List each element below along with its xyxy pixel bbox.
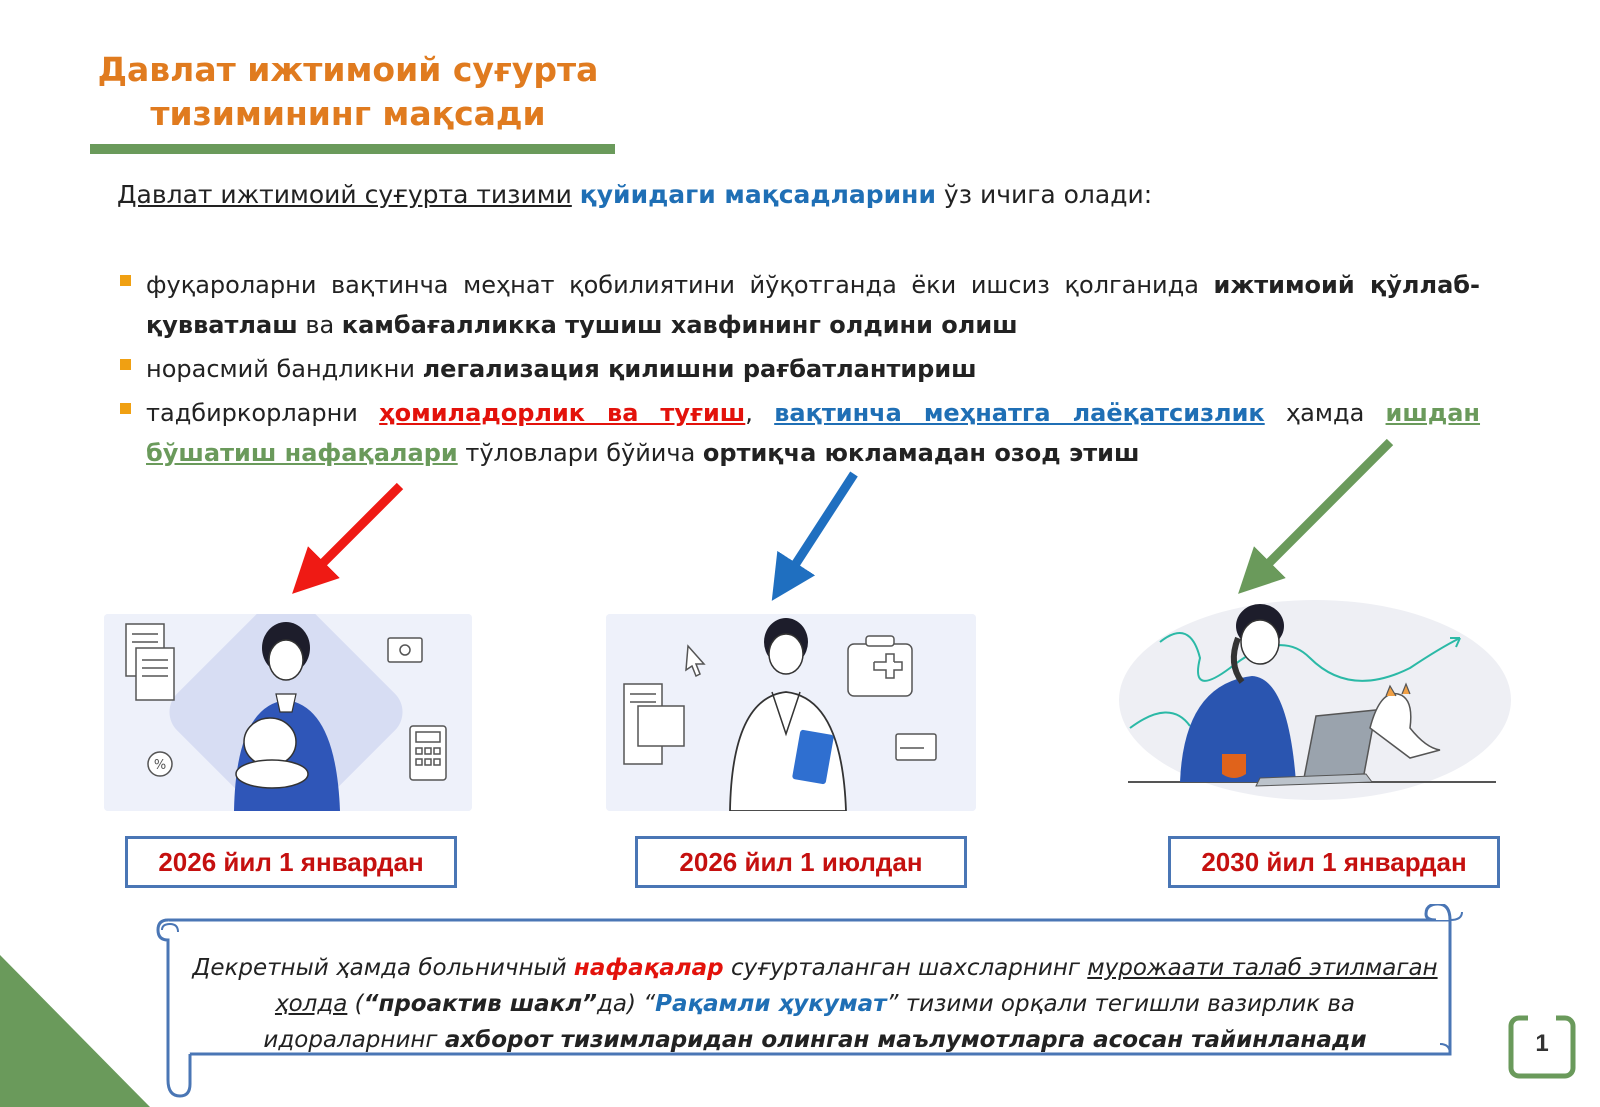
note-benefits: нафақалар	[573, 955, 724, 981]
percent-coin-icon: %	[147, 751, 173, 777]
goal-item-2: норасмий бандликни легализация қилишни р…	[120, 349, 1480, 389]
worried-person-at-laptop-illustration	[1119, 600, 1511, 800]
goal-1-bold-2: камбағалликка тушиш хавфининг олдини оли…	[341, 311, 1018, 339]
note-part-9: ” тизими орқали тегишли вазирлик ва идор…	[263, 991, 1356, 1053]
goal-3-dismissal: ишдан бўшатиш нафақалари	[146, 399, 1481, 467]
goal-3-sick-leave: вақтинча меҳнатга лаёқатсизлик	[774, 399, 1265, 427]
title-line-1: Давлат ижтимоий суғурта	[97, 50, 599, 89]
goal-2-bold: легализация қилишни рағбатлантириш	[422, 355, 977, 383]
goal-item-1: фуқароларни вақтинча меҳнат қобилиятини …	[120, 265, 1480, 345]
date-box-2: 2026 йил 1 июлдан	[635, 836, 967, 888]
intro-subject: Давлат ижтимоий суғурта тизими	[117, 180, 572, 209]
first-aid-kit-icon	[847, 635, 913, 697]
goal-item-3: тадбиркорларни ҳомиладорлик ва туғиш, ва…	[120, 393, 1480, 473]
banknote-icon	[387, 637, 423, 663]
note-part-1: Декретный ҳамда больничный	[192, 955, 574, 981]
intro-highlight: қуйидаги мақсадларини	[579, 180, 936, 209]
note-digital-gov: Рақамли ҳукумат	[655, 991, 887, 1017]
note-part-10: ахборот тизимларидан олинган маълумотлар…	[444, 1027, 1367, 1053]
goal-1-connector: ва	[297, 311, 342, 339]
date-box-3: 2030 йил 1 январдан	[1168, 836, 1500, 888]
page-number-frame	[1508, 1015, 1576, 1079]
goal-3-comma: ,	[745, 399, 775, 427]
blue-arrow	[771, 471, 858, 601]
intro-sentence: Давлат ижтимоий суғурта тизими қуйидаги …	[117, 180, 1497, 209]
goal-1-text: фуқароларни вақтинча меҳнат қобилиятини …	[146, 271, 1214, 299]
title-line-2: тизимининг мақсади	[150, 94, 546, 133]
date-box-1: 2026 йил 1 январдан	[125, 836, 457, 888]
doctor-illustration	[606, 614, 976, 811]
goal-3-text-2: тўловлари бўйича	[457, 439, 703, 467]
scroll-banner	[156, 904, 1463, 1098]
goal-3-connector: ҳамда	[1264, 399, 1386, 427]
goal-3-text: тадбиркорларни	[146, 399, 380, 427]
cursor-icon	[685, 644, 706, 678]
page-title: Давлат ижтимоий суғурта тизимининг мақса…	[88, 48, 608, 136]
goal-3-bold: ортиқча юкламадан озод этиш	[702, 439, 1140, 467]
svg-text:%: %	[154, 758, 166, 773]
note-no-request: мурожаати талаб этилмаган ҳолда	[274, 955, 1438, 1017]
receipt-icon	[623, 683, 685, 765]
goal-3-maternity: ҳомиладорлик ва туғиш	[379, 399, 746, 427]
corner-triangle	[0, 955, 150, 1107]
bullet-square-icon	[120, 359, 131, 370]
bullet-square-icon	[120, 275, 131, 286]
intro-end: ўз ичига олади:	[943, 180, 1153, 209]
goals-list: фуқароларни вақтинча меҳнат қобилиятини …	[120, 265, 1480, 477]
note-part-7: да) “	[596, 991, 656, 1017]
goal-2-text: норасмий бандликни	[146, 355, 423, 383]
note-paren: (	[347, 991, 364, 1017]
goal-1-bold-1: ижтимоий қўллаб-қувватлаш	[146, 271, 1480, 339]
note-proactive: “проактив шакл”	[363, 991, 597, 1017]
bullet-square-icon	[120, 403, 131, 414]
page-number: 1	[1535, 1030, 1549, 1057]
document-icon	[125, 623, 175, 701]
calculator-icon	[409, 725, 447, 781]
card-icon	[895, 733, 937, 761]
title-underline-bar	[90, 144, 615, 154]
scroll-note-text: Декретный ҳамда больничный нафақалар суғ…	[190, 950, 1440, 1058]
mother-with-baby-illustration: %	[104, 614, 472, 811]
note-part-3: суғурталанган шахсларнинг	[723, 955, 1088, 981]
red-arrow	[292, 482, 404, 594]
